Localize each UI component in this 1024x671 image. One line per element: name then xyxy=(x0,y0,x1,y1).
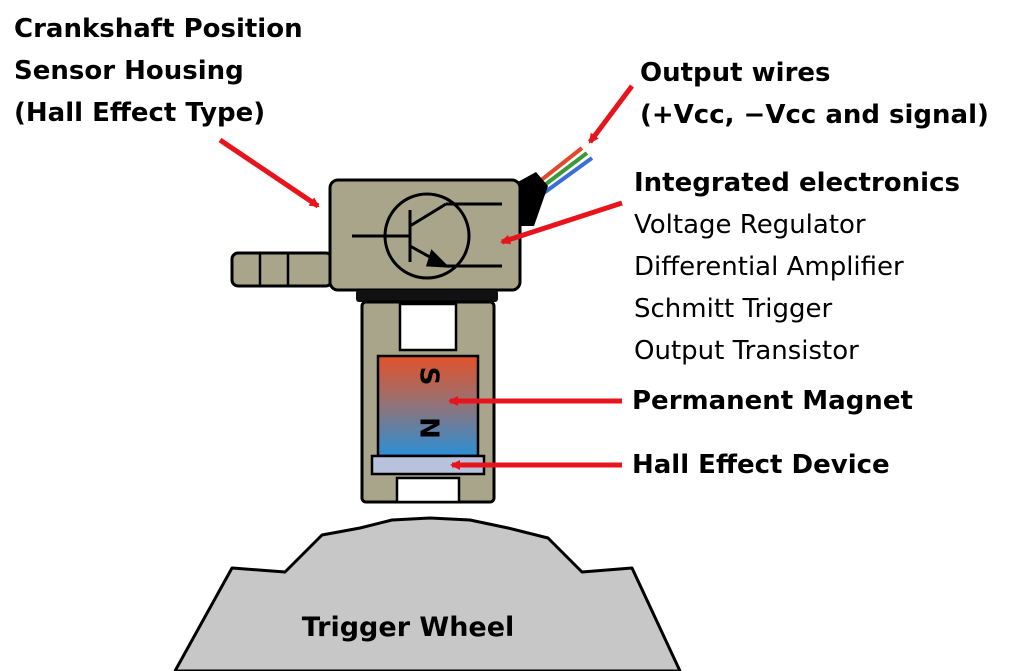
pointer-arrows xyxy=(218,84,634,470)
arrow-electronics xyxy=(500,200,623,245)
electronics-item: Differential Amplifier xyxy=(634,252,904,282)
housing-label-line-3: (Hall Effect Type) xyxy=(14,98,266,128)
output-wires xyxy=(533,146,594,197)
trigger-wheel-label: Trigger Wheel xyxy=(302,612,515,643)
output-wires-label: Output wires (+Vcc, −Vcc and signal) xyxy=(640,52,989,136)
transistor-icon xyxy=(352,192,502,280)
housing-label: Crankshaft Position Sensor Housing (Hall… xyxy=(14,8,303,134)
arrow-housing xyxy=(218,137,320,209)
magnet-south-label: S xyxy=(414,367,444,386)
wire-boot xyxy=(516,172,548,226)
electronics-item: Voltage Regulator xyxy=(634,210,866,240)
electronics-label: Integrated electronics Voltage Regulator… xyxy=(634,162,960,372)
electronics-title: Integrated electronics xyxy=(634,168,960,198)
trigger-wheel xyxy=(173,516,682,671)
electronics-item: Output Transistor xyxy=(634,336,859,366)
output-wires-line-1: Output wires xyxy=(640,58,831,88)
mounting-tab xyxy=(230,251,334,288)
magnet-north-label: N xyxy=(414,417,444,439)
magnet-label: Permanent Magnet xyxy=(632,386,913,416)
electronics-item: Schmitt Trigger xyxy=(634,294,833,324)
arrow-output-wires xyxy=(588,84,634,144)
permanent-magnet xyxy=(376,354,480,458)
output-wires-line-2: (+Vcc, −Vcc and signal) xyxy=(640,100,989,130)
hall-device-label: Hall Effect Device xyxy=(632,450,890,480)
housing-label-line-1: Crankshaft Position xyxy=(14,14,303,44)
housing-collar xyxy=(356,290,498,302)
housing-label-line-2: Sensor Housing xyxy=(14,56,244,86)
